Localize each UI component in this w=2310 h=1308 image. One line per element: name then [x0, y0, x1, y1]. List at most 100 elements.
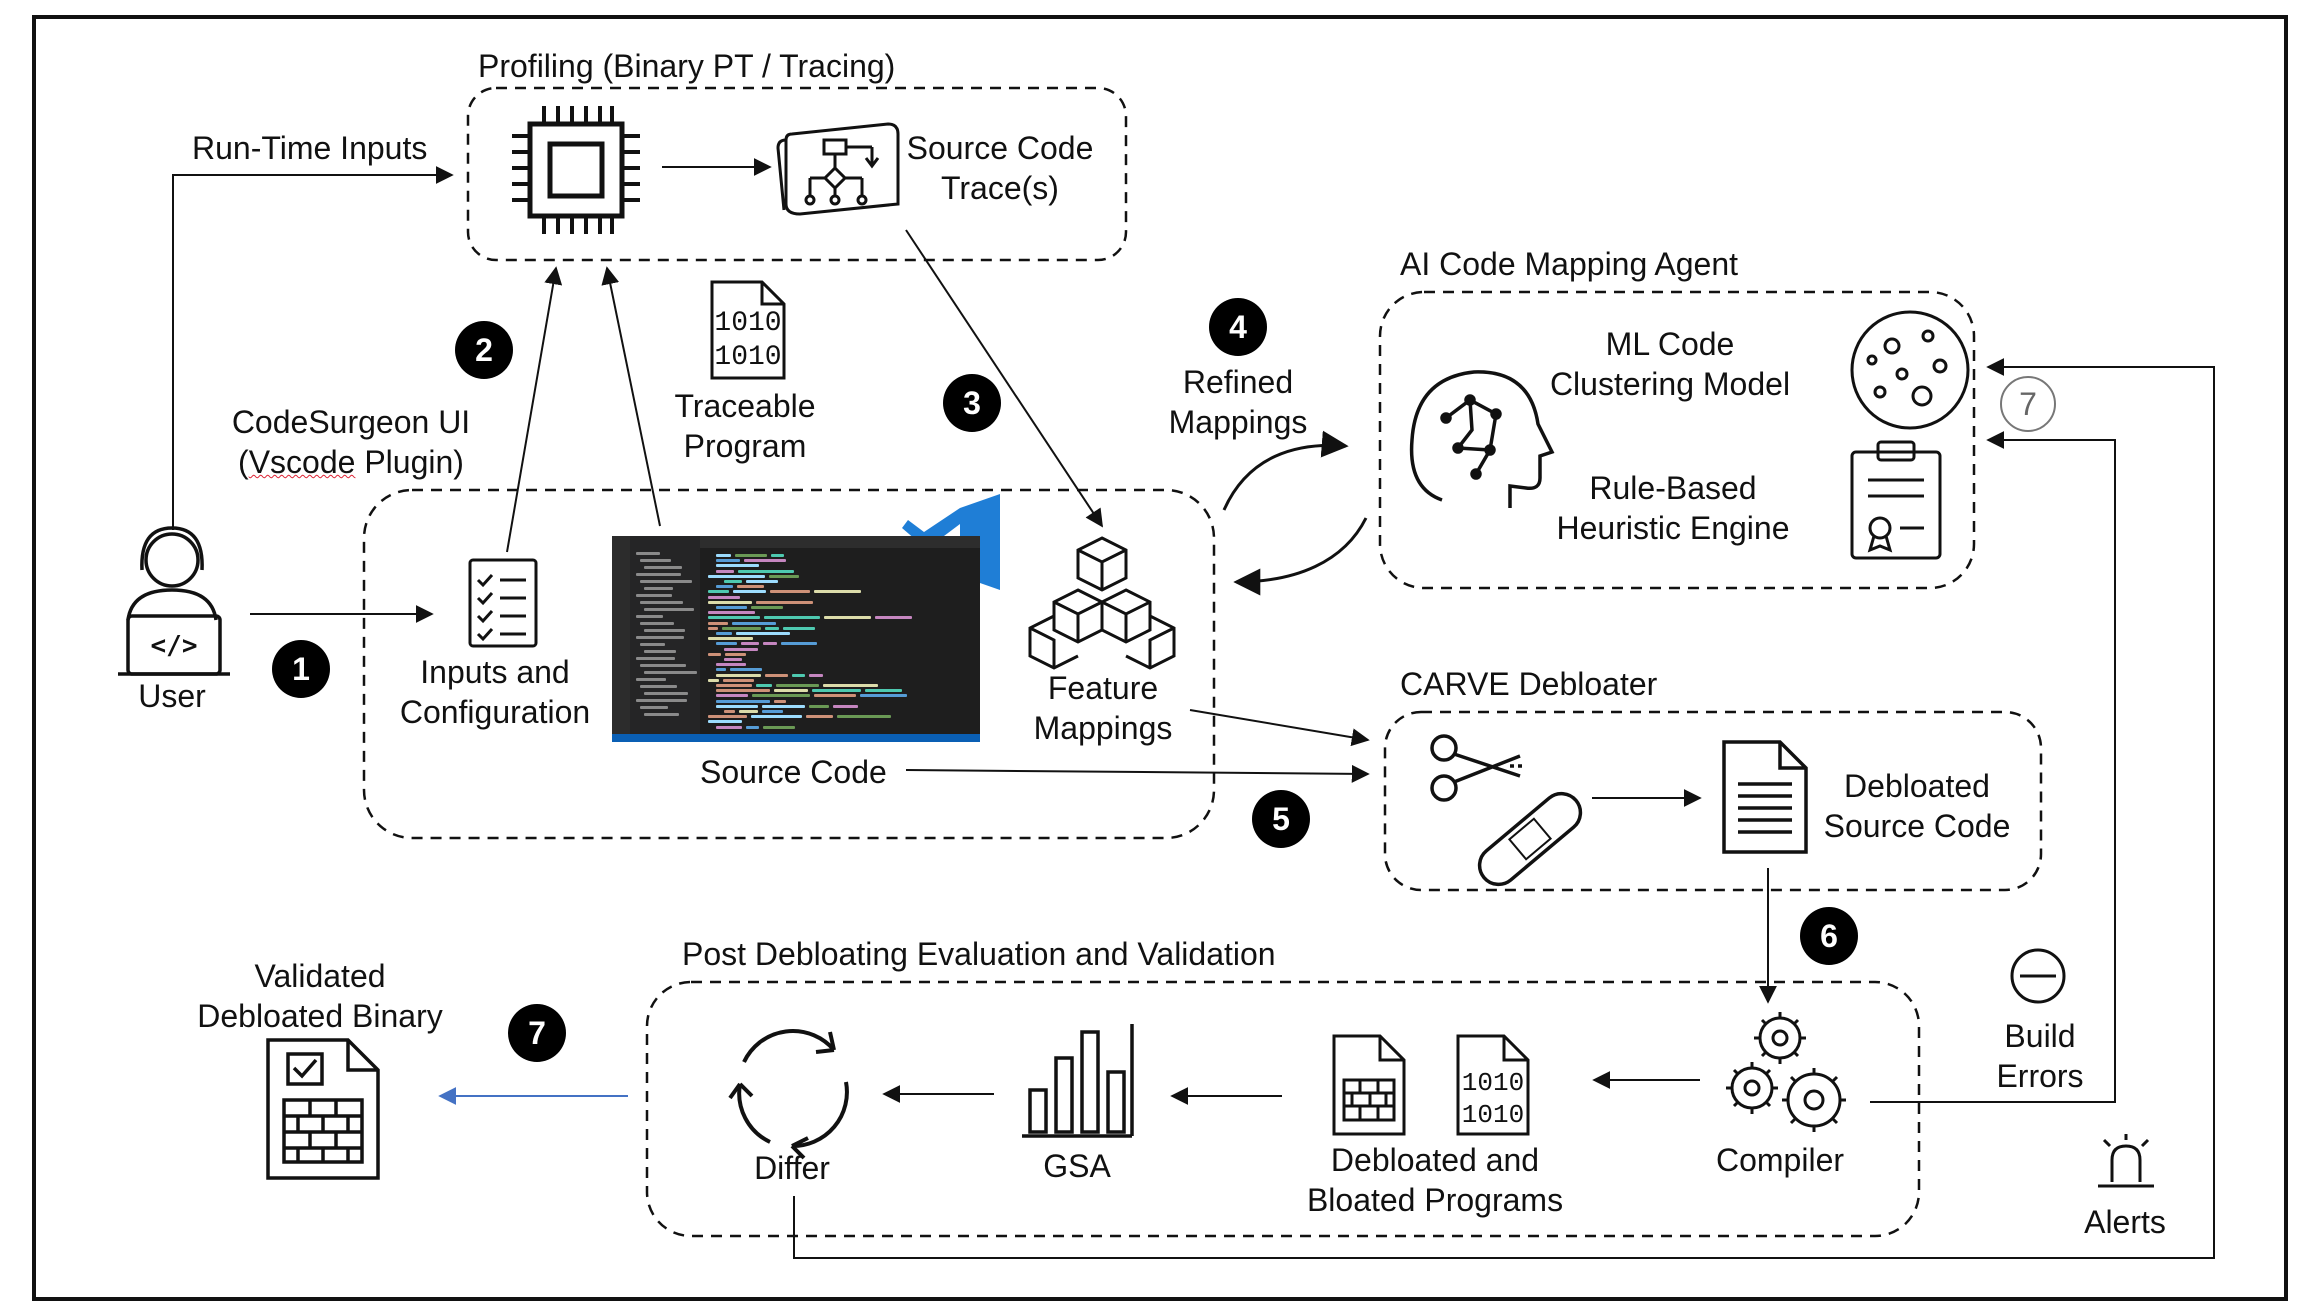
validated-label: Validated Debloated Binary	[180, 956, 460, 1036]
code-line-segment	[737, 585, 764, 589]
validated-line2: Debloated Binary	[197, 998, 443, 1034]
code-line-segment	[752, 694, 810, 698]
code-line-segment	[723, 678, 754, 682]
checklist-icon	[468, 558, 538, 648]
binary-file-icon: 1010 1010	[1456, 1034, 1530, 1136]
ai-agent-box	[1378, 290, 1976, 590]
code-line-segment	[860, 694, 907, 698]
trace-label-line1: Source Code	[906, 130, 1094, 166]
code-line-segment	[716, 585, 733, 589]
activity-bar	[612, 536, 630, 742]
runtime-inputs-label: Run-Time Inputs	[192, 130, 428, 166]
inputs-to-profiling-arrow	[506, 266, 563, 553]
file-tree-entry	[640, 643, 665, 646]
file-tree-entry	[644, 587, 673, 590]
code-line-segment	[792, 673, 805, 677]
refined-arrow-up	[1222, 430, 1349, 511]
build-errors-line1: Build	[2004, 1018, 2076, 1054]
carve-box	[1383, 710, 2043, 892]
code-line-segment	[833, 704, 858, 708]
code-line-segment	[738, 569, 794, 573]
code-line-segment	[824, 616, 871, 620]
certificate-icon	[1850, 440, 1942, 560]
carve-title: CARVE Debloater	[1400, 666, 1658, 702]
codesurgeon-line1: CodeSurgeon UI	[231, 404, 471, 440]
file-tree-entry	[640, 601, 683, 604]
code-line-segment	[763, 642, 777, 646]
ml-model-label: ML Code Clustering Model	[1530, 324, 1810, 404]
code-line-segment	[708, 720, 742, 724]
code-line-segment	[733, 590, 766, 594]
code-line-segment	[769, 574, 799, 578]
debloated-source-line2: Source Code	[1823, 808, 2011, 844]
cpu-chip-icon	[512, 106, 640, 234]
file-tree-entry	[636, 657, 675, 660]
compiler-label: Compiler	[1715, 1142, 1845, 1178]
rule-engine-line2: Heuristic Engine	[1556, 510, 1790, 546]
file-tree-entry	[636, 552, 660, 555]
code-line-segment	[774, 689, 808, 693]
gsa-label: GSA	[1043, 1148, 1111, 1184]
traceable-line1: Traceable	[674, 388, 816, 424]
traceable-line2: Program	[683, 428, 807, 464]
runtime-inputs-arrow	[172, 166, 454, 530]
code-line-segment	[865, 689, 902, 693]
code-line-segment	[741, 642, 759, 646]
alerts-feedback-arrow	[793, 358, 2215, 1259]
code-line-segment	[771, 554, 784, 557]
code-line-segment	[765, 626, 779, 630]
mappings-to-carve-arrow	[1189, 709, 1370, 747]
code-line-segment	[762, 704, 805, 708]
programs-line1: Debloated and	[1330, 1142, 1540, 1178]
code-line-segment	[716, 699, 770, 703]
connectors	[172, 158, 2215, 1259]
code-line-segment	[724, 647, 758, 651]
code-line-segment	[736, 632, 790, 635]
code-line-segment	[746, 725, 759, 729]
petri-dish-icon	[1850, 310, 1970, 430]
validated-binary-icon	[266, 1038, 380, 1180]
code-line-segment	[708, 574, 765, 578]
code-line-segment	[809, 704, 829, 708]
vscode-screenshot	[612, 536, 980, 742]
step-1-badge: 1	[272, 640, 330, 698]
code-line-segment	[708, 616, 760, 620]
file-tree-entry	[636, 636, 684, 639]
code-line-segment	[746, 580, 778, 583]
code-line-segment	[770, 590, 810, 594]
file-tree-entry	[644, 629, 685, 632]
code-line-segment	[708, 715, 747, 719]
scissors-icon	[1430, 734, 1522, 802]
code-line-segment	[735, 554, 767, 557]
flowchart-scroll-icon	[776, 122, 900, 216]
code-line-segment	[716, 559, 740, 563]
source-code-label: Source Code	[700, 754, 887, 790]
code-line-segment	[764, 616, 820, 620]
build-errors-line2: Errors	[1996, 1058, 2084, 1094]
outer-frame	[32, 15, 2288, 1301]
code-line-segment	[708, 590, 729, 594]
code-line-segment	[716, 663, 746, 667]
source-to-profiling-arrow	[601, 266, 661, 527]
svg-text:1010: 1010	[714, 342, 781, 373]
feature-mappings-line2: Mappings	[1033, 710, 1173, 746]
feature-mappings-line1: Feature	[1047, 670, 1159, 706]
codesurgeon-label: CodeSurgeon UI (Vscode Plugin)	[206, 402, 496, 482]
step-2-badge: 2	[455, 321, 513, 379]
file-tree-entry	[636, 678, 666, 681]
refined-line1: Refined	[1182, 364, 1294, 400]
code-line-segment	[724, 580, 742, 583]
code-line-segment	[725, 652, 746, 656]
file-tree-entry	[636, 699, 687, 702]
status-bar	[612, 734, 980, 742]
step-4-badge: 4	[1209, 298, 1267, 356]
code-line-segment	[806, 715, 833, 719]
programs-line2: Bloated Programs	[1306, 1182, 1564, 1218]
code-line-segment	[765, 673, 788, 677]
validated-line1: Validated	[254, 958, 386, 994]
code-line-segment	[739, 710, 758, 713]
trace-to-mappings-arrow	[905, 229, 1103, 528]
codesurgeon-box	[362, 488, 1216, 840]
code-line-segment	[716, 673, 761, 677]
rule-engine-line1: Rule-Based	[1589, 470, 1757, 506]
